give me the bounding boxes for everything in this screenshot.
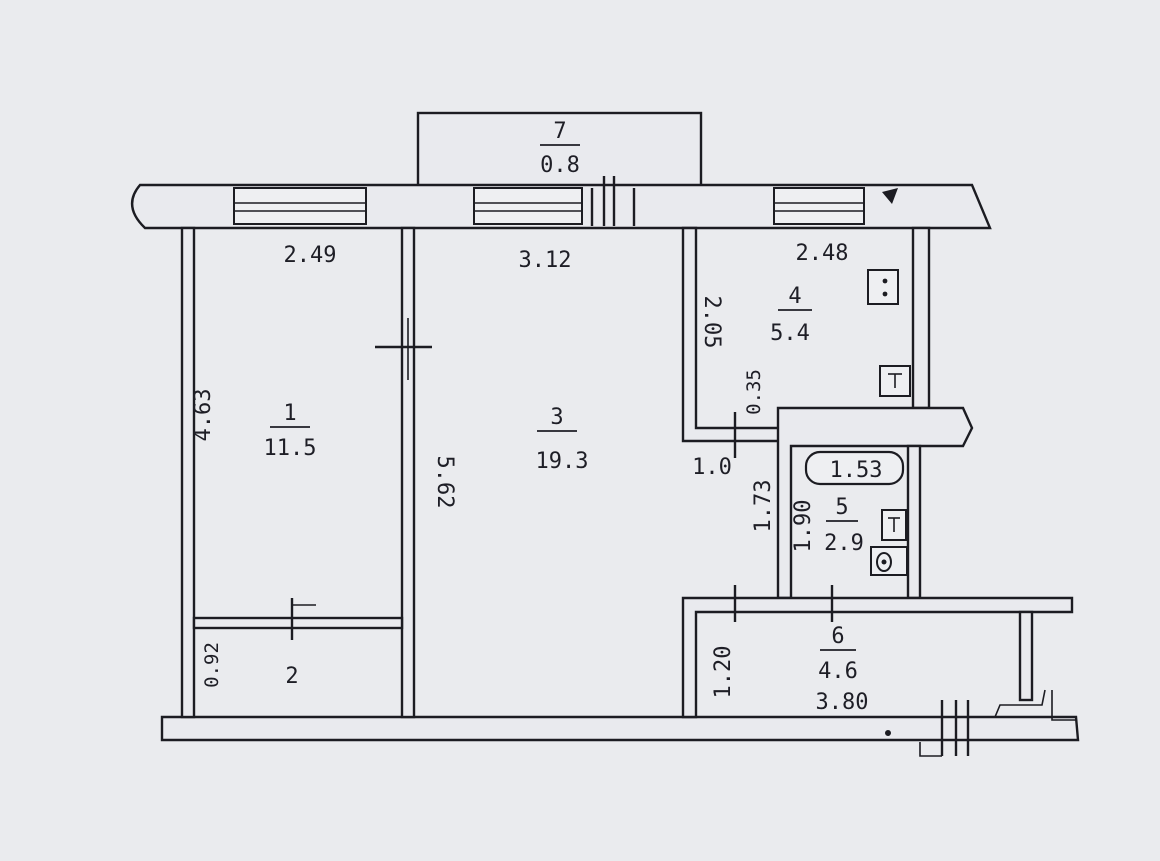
- kitchen-wall-right: [911, 226, 931, 410]
- bottom-exterior-wall: [160, 715, 1080, 742]
- room-7-number: 7: [553, 119, 566, 144]
- washbasin-icon: [881, 509, 907, 541]
- room-1-number: 1: [283, 401, 296, 426]
- dim-room-4-width: 2.48: [796, 241, 849, 266]
- dim-room-3-length: 5.62: [432, 456, 457, 509]
- room-5-area: 2.9: [824, 531, 864, 556]
- room-1-area: 11.5: [264, 436, 317, 461]
- balcony-door: [590, 176, 636, 226]
- balcony-outline: [416, 111, 703, 191]
- room-5-number: 5: [835, 495, 848, 520]
- dim-room-6-length: 1.20: [711, 646, 736, 699]
- hallway-wall: [681, 596, 1074, 719]
- dim-room-3-width: 3.12: [519, 248, 572, 273]
- dim-room-2-length: 0.92: [201, 642, 223, 688]
- partition-room-2: [192, 616, 404, 630]
- vent-mark-icon: [882, 188, 898, 204]
- window-room-3: [473, 187, 583, 225]
- room-6-area: 4.6: [818, 659, 858, 684]
- bathtub-icon: [804, 450, 905, 486]
- room-6-number: 6: [831, 624, 844, 649]
- dim-wall-offset: 0.35: [743, 369, 765, 415]
- bathroom-wall-right: [906, 444, 922, 600]
- dim-bathtub: 1.53: [830, 458, 883, 483]
- room-2-number: 2: [285, 664, 298, 689]
- dim-room-6-width: 3.80: [816, 690, 869, 715]
- window-room-1: [233, 187, 367, 225]
- room-7-area: 0.8: [540, 153, 580, 178]
- sink-icon: [879, 365, 911, 397]
- dim-passage: 1.0: [692, 455, 732, 480]
- kitchen-wall-left: [681, 226, 785, 443]
- room-4-number: 4: [788, 284, 801, 309]
- room-3-number: 3: [550, 405, 563, 430]
- dim-room-1-length: 4.63: [191, 389, 216, 442]
- left-exterior-wall: [180, 226, 196, 719]
- room-4-area: 5.4: [770, 321, 810, 346]
- stove-icon: [867, 269, 899, 305]
- entrance-door: [885, 689, 1076, 757]
- dim-room-1-width: 2.49: [284, 243, 337, 268]
- hallway-closet-wall: [1018, 610, 1034, 702]
- dim-room-5-length: 1.90: [791, 500, 816, 553]
- dim-room-4-length: 2.05: [699, 296, 724, 349]
- dim-corridor-length: 1.73: [751, 480, 776, 533]
- room-3-area: 19.3: [536, 449, 589, 474]
- window-room-4: [773, 187, 865, 225]
- partition-1-3: [400, 226, 416, 719]
- toilet-icon: [870, 546, 908, 576]
